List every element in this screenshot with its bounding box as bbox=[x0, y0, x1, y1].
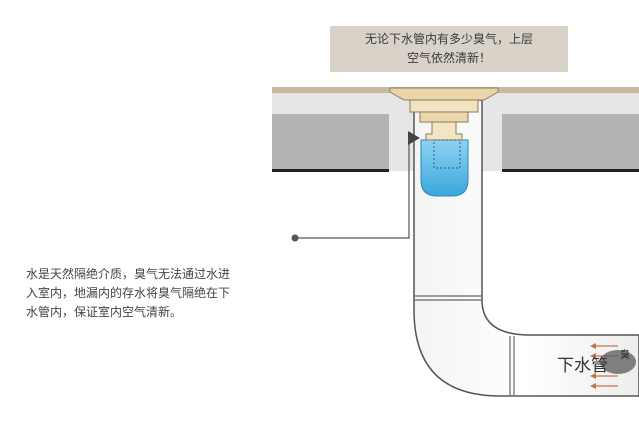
leader-line bbox=[295, 140, 410, 239]
leader-arrowhead bbox=[408, 131, 420, 145]
concrete-slab-left bbox=[272, 114, 389, 170]
drain-cover bbox=[389, 87, 499, 101]
explanation-note: 水是天然隔绝介质，臭气无法通过水进 入室内，地漏内的存水将臭气隔绝在下 水管内，… bbox=[26, 265, 286, 322]
callout-line: 无论下水管内有多少臭气，上层 bbox=[364, 32, 533, 46]
drain-pipe bbox=[413, 99, 639, 397]
drain-neck bbox=[419, 111, 469, 123]
drain-body bbox=[409, 99, 479, 113]
odor-arrows bbox=[590, 343, 618, 389]
trap-seal-outline bbox=[433, 139, 461, 169]
smell-label: 臭 bbox=[620, 350, 630, 361]
note-line: 水管内，保证室内空气清新。 bbox=[26, 305, 183, 319]
leader-dot bbox=[291, 234, 299, 242]
slab-bottom-line-left bbox=[272, 169, 389, 172]
note-line: 水是天然隔绝介质，臭气无法通过水进 bbox=[26, 267, 231, 281]
trap-plunger bbox=[425, 121, 463, 141]
concrete-slab-right bbox=[502, 114, 639, 170]
slab-bottom-line-right bbox=[502, 169, 639, 172]
odor-cloud bbox=[600, 350, 636, 374]
callout-line: 空气依然清新！ bbox=[406, 51, 491, 65]
note-line: 入室内，地漏内的存水将臭气隔绝在下 bbox=[26, 286, 231, 300]
top-callout: 无论下水管内有多少臭气，上层 空气依然清新！ bbox=[330, 26, 568, 72]
pipe-label: 下水管 bbox=[557, 356, 608, 376]
